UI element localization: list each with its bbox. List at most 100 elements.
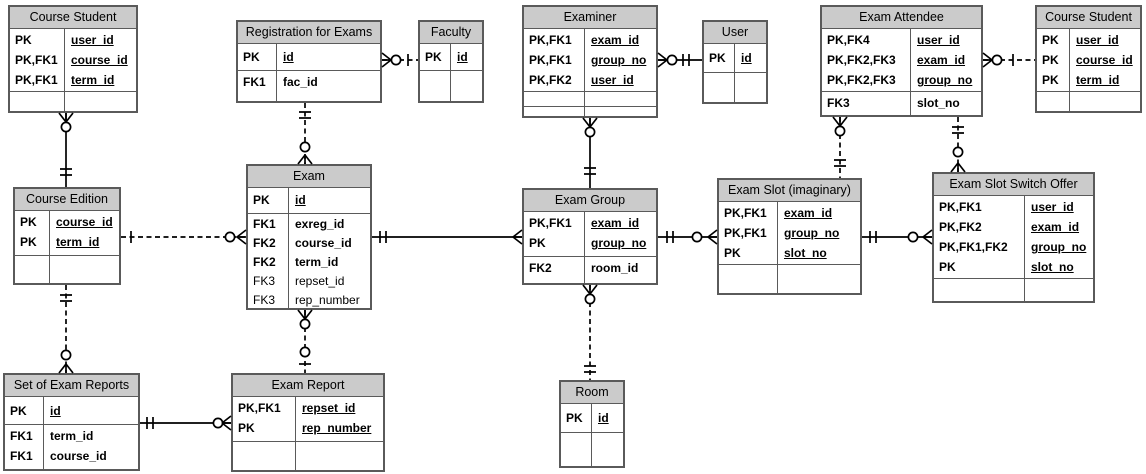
- key-label: FK1: [10, 449, 33, 463]
- cardinality-circle-icon: [952, 146, 964, 158]
- key-label: PK,FK1: [529, 33, 572, 47]
- cardinality-crow-icon: [582, 284, 598, 295]
- attribute-row: PK term_id: [1037, 70, 1140, 90]
- key-label: FK3: [253, 293, 276, 307]
- cardinality-crow-icon: [832, 116, 848, 127]
- attribute-name: term_id: [50, 429, 94, 443]
- attribute-name: user_id: [71, 33, 114, 47]
- key-label: PK: [939, 260, 956, 274]
- cardinality-ddash-icon: [584, 365, 596, 373]
- relationship-course-edition-exam: [121, 229, 247, 245]
- cardinality-ddash-icon: [584, 167, 596, 175]
- cardinality-crow-icon: [982, 52, 993, 68]
- column-divider: [1024, 196, 1025, 301]
- key-label: FK2: [253, 236, 276, 250]
- key-label: FK1: [243, 75, 266, 89]
- cardinality-ddash-icon: [952, 126, 964, 134]
- attribute-name: term_id: [56, 235, 100, 249]
- key-label: PK,FK1: [238, 401, 281, 415]
- relationship-registration-faculty: [381, 52, 418, 68]
- cardinality-circle-icon: [212, 417, 224, 429]
- key-label: PK: [1042, 73, 1059, 87]
- attribute-name: course_id: [71, 53, 128, 67]
- empty-section: [15, 255, 119, 283]
- attribute-name: group_no: [591, 236, 647, 250]
- attribute-name: slot_no: [917, 96, 960, 110]
- cardinality-crow-icon: [582, 117, 598, 128]
- key-label: PK: [1042, 33, 1059, 47]
- key-label: PK: [709, 51, 726, 65]
- cardinality-ddash-icon: [299, 111, 311, 119]
- entity-title: Exam: [248, 166, 370, 188]
- key-label: PK: [566, 411, 583, 425]
- attribute-name: course_id: [1076, 53, 1133, 67]
- attribute-name: repset_id: [295, 274, 345, 288]
- column-divider: [49, 211, 50, 283]
- cardinality-circle-icon: [60, 349, 72, 361]
- key-label: FK2: [253, 255, 276, 269]
- entity-title: Course Student: [1037, 7, 1140, 29]
- key-label: PK: [724, 246, 741, 260]
- relationship-registration-exam: [297, 103, 313, 165]
- cardinality-crow-icon: [297, 309, 313, 320]
- empty-section: [719, 264, 860, 293]
- attribute-name: term_id: [1076, 73, 1120, 87]
- attribute-name: group_no: [591, 53, 647, 67]
- empty-section: [704, 72, 766, 102]
- key-label: PK: [20, 235, 37, 249]
- column-divider: [1069, 29, 1070, 111]
- key-label: PK: [1042, 53, 1059, 67]
- key-label: PK: [425, 50, 442, 64]
- relationship-exam-group-exam-slot: [658, 229, 718, 245]
- key-label: PK,FK2: [529, 73, 572, 87]
- column-divider: [584, 212, 585, 283]
- cardinality-circle-icon: [390, 54, 402, 66]
- key-label: FK1: [10, 429, 33, 443]
- cardinality-circle-icon: [299, 346, 311, 358]
- relationship-report-set-exam-report: [140, 415, 232, 431]
- cardinality-circle-icon: [907, 231, 919, 243]
- key-label: PK: [238, 421, 255, 435]
- key-label: FK1: [253, 217, 276, 231]
- key-label: PK,FK1: [939, 200, 982, 214]
- entity-title: User: [704, 22, 766, 44]
